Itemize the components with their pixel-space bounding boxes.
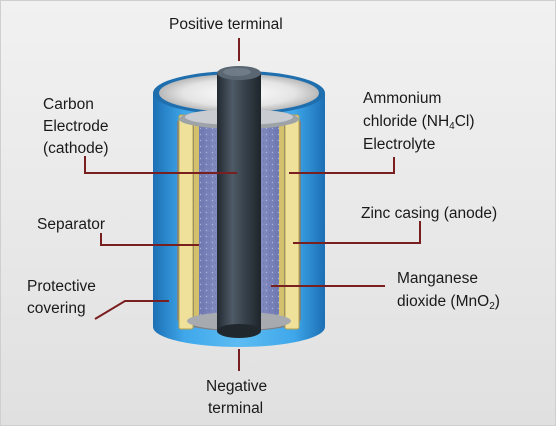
label-positive-terminal: Positive terminal bbox=[169, 16, 283, 33]
label-covering: covering bbox=[27, 300, 86, 317]
zinc-casing-right bbox=[284, 114, 300, 330]
leader-lines bbox=[84, 38, 421, 371]
label-manganese-dioxide: dioxide (MnO2) bbox=[397, 293, 500, 312]
carbon-rod bbox=[217, 66, 261, 338]
label-separator: Separator bbox=[37, 216, 106, 233]
label-protective: Protective bbox=[27, 278, 96, 295]
label-negative: Negative bbox=[206, 378, 268, 395]
label-zinc-casing: Zinc casing (anode) bbox=[361, 205, 498, 222]
label-manganese: Manganese bbox=[397, 270, 479, 287]
label-chloride: chloride (NH4Cl) bbox=[363, 113, 475, 132]
label-electrode: Electrode bbox=[43, 118, 109, 135]
label-cathode: (cathode) bbox=[43, 140, 109, 157]
label-electrolyte: Electrolyte bbox=[363, 136, 436, 153]
label-terminal: terminal bbox=[208, 400, 264, 417]
zinc-casing-left bbox=[178, 114, 194, 330]
label-carbon: Carbon bbox=[43, 96, 94, 113]
label-ammonium: Ammonium bbox=[363, 90, 442, 107]
